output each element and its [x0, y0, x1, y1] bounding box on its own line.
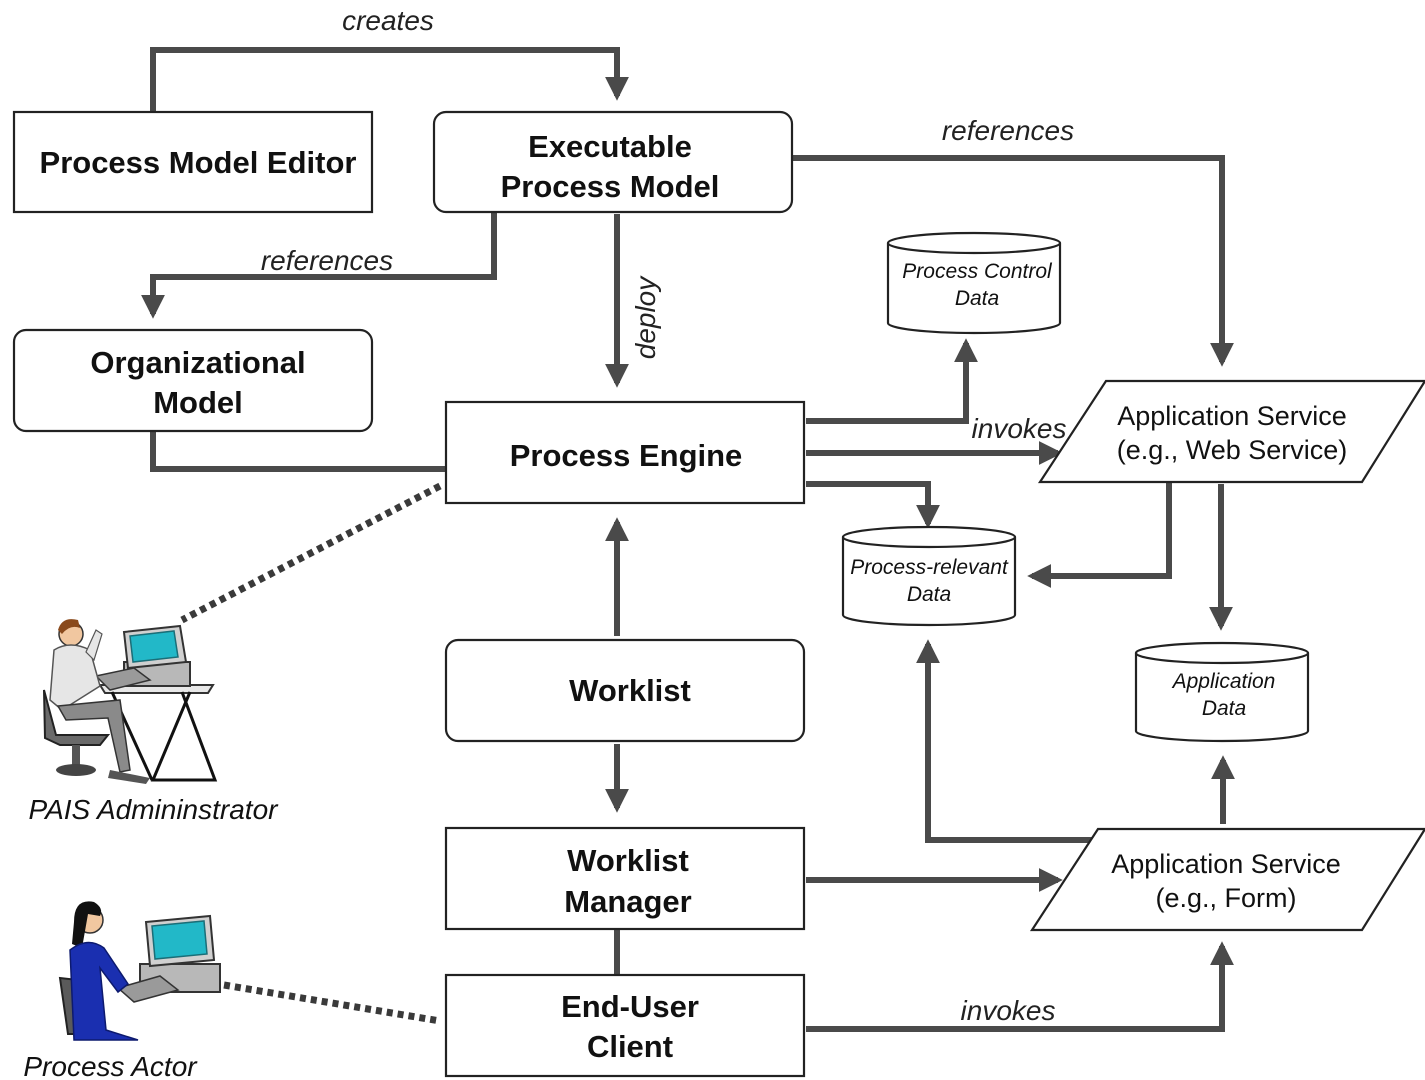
- engine-to-relevant-data-arrow: [806, 481, 940, 529]
- worklist-manager-label-1: Worklist: [567, 843, 689, 878]
- process-control-data-label-2: Data: [955, 287, 999, 310]
- worklist-box: Worklist: [444, 638, 806, 743]
- organizational-model-box: Organizational Model: [12, 328, 374, 433]
- process-model-editor-box: Process Model Editor: [12, 110, 374, 214]
- web-service-to-relevant-data-arrow: [1027, 482, 1172, 588]
- worklist-manager-label-2: Manager: [564, 884, 691, 919]
- executable-process-model-label-2: Process Model: [501, 169, 720, 204]
- app-service-web-label-2: (e.g., Web Service): [1117, 435, 1348, 465]
- organizational-model-label-2: Model: [153, 385, 243, 420]
- references-web-service-arrow: [792, 155, 1234, 367]
- app-service-web-label-1: Application Service: [1117, 401, 1347, 431]
- process-relevant-data-store: Process-relevant Data: [841, 525, 1017, 627]
- process-engine-label: Process Engine: [510, 438, 743, 473]
- administrator-dotted-link: [180, 482, 442, 624]
- process-actor-label: Process Actor: [23, 1051, 198, 1080]
- process-engine-box: Process Engine: [444, 400, 806, 505]
- connectors: [141, 47, 1235, 1032]
- application-service-web-shape: Application Service (e.g., Web Service): [1037, 379, 1425, 484]
- application-service-form-shape: Application Service (e.g., Form): [1029, 827, 1425, 932]
- app-service-form-label-2: (e.g., Form): [1155, 883, 1296, 913]
- administrator-label: PAIS Admininstrator: [29, 794, 280, 825]
- organizational-model-label-1: Organizational: [90, 345, 305, 380]
- org-model-to-engine-line: [150, 432, 445, 472]
- process-relevant-data-label-2: Data: [907, 583, 951, 606]
- end-user-client-label-2: Client: [587, 1029, 673, 1064]
- process-model-editor-label: Process Model Editor: [40, 145, 357, 180]
- references-org-arrow: [141, 212, 497, 319]
- invokes-bottom-label: invokes: [961, 995, 1056, 1026]
- app-service-form-label-1: Application Service: [1111, 849, 1341, 879]
- user-at-computer-icon: [58, 901, 221, 1041]
- invokes-top-label: invokes: [972, 413, 1067, 444]
- end-user-client-box: End-User Client: [444, 973, 806, 1078]
- executable-process-model-box: Executable Process Model: [432, 110, 794, 214]
- worklist-manager-box: Worklist Manager: [444, 826, 806, 931]
- application-data-store: Application Data: [1134, 641, 1310, 743]
- actor-dotted-link: [223, 981, 441, 1025]
- deploy-label: deploy: [630, 275, 661, 360]
- application-data-label-1: Application: [1171, 670, 1276, 693]
- worklist-label: Worklist: [569, 673, 691, 708]
- process-control-data-label-1: Process Control: [902, 260, 1053, 283]
- creates-label: creates: [342, 5, 434, 36]
- process-control-data-store: Process Control Data: [886, 231, 1062, 335]
- executable-process-model-label-1: Executable: [528, 129, 692, 164]
- process-relevant-data-label-1: Process-relevant: [850, 556, 1009, 579]
- references-top-label: references: [942, 115, 1074, 146]
- creates-arrow: [150, 47, 629, 112]
- application-data-label-2: Data: [1202, 697, 1246, 720]
- form-to-relevant-data-arrow: [916, 639, 1117, 843]
- invokes-form-arrow: [806, 941, 1234, 1032]
- administrator-at-computer-icon: [43, 619, 218, 784]
- references-left-label: references: [261, 245, 393, 276]
- engine-to-control-data-arrow: [806, 338, 978, 424]
- end-user-client-label-1: End-User: [561, 989, 699, 1024]
